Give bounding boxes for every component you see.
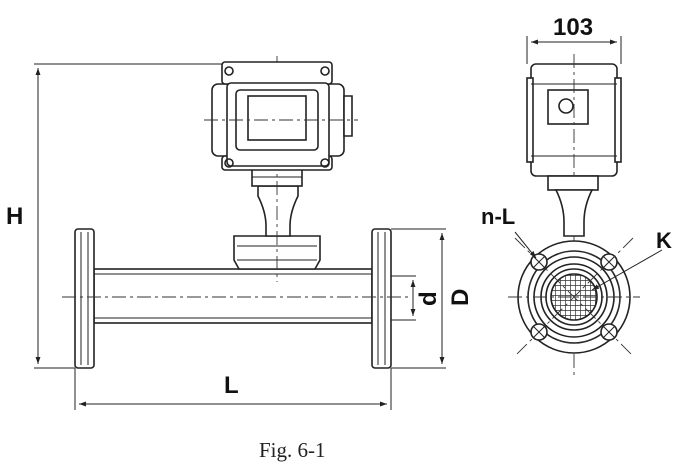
sensor-neck (233, 56, 321, 282)
height-dimension: H (6, 63, 222, 369)
left-flange (74, 228, 95, 369)
bolt-circle-label: K (656, 228, 672, 253)
flange-diameter-dimension: D (391, 228, 474, 369)
converter-head (204, 61, 358, 171)
side-view: 103 (481, 14, 672, 376)
head-width-dimension: 103 (526, 14, 622, 64)
front-view: H L d D (6, 56, 474, 410)
sensor-neck-side (547, 175, 599, 237)
flange-diameter-label: D (447, 289, 474, 306)
length-label: L (224, 372, 239, 399)
length-dimension: L (74, 368, 392, 410)
bolt-circle-callout: K (591, 228, 672, 291)
inner-diameter-label: d (415, 291, 442, 306)
pipe-body (93, 268, 373, 324)
figure-caption: Fig. 6-1 (259, 438, 326, 462)
bolt-holes-label: n-L (481, 204, 515, 229)
head-width-label: 103 (553, 14, 593, 41)
bolt-holes-callout: n-L (481, 204, 537, 259)
converter-head-side (526, 54, 622, 376)
right-flange (371, 228, 392, 369)
height-label: H (6, 203, 23, 230)
inner-diameter-dimension: d (391, 275, 442, 321)
flange-face (508, 237, 640, 357)
